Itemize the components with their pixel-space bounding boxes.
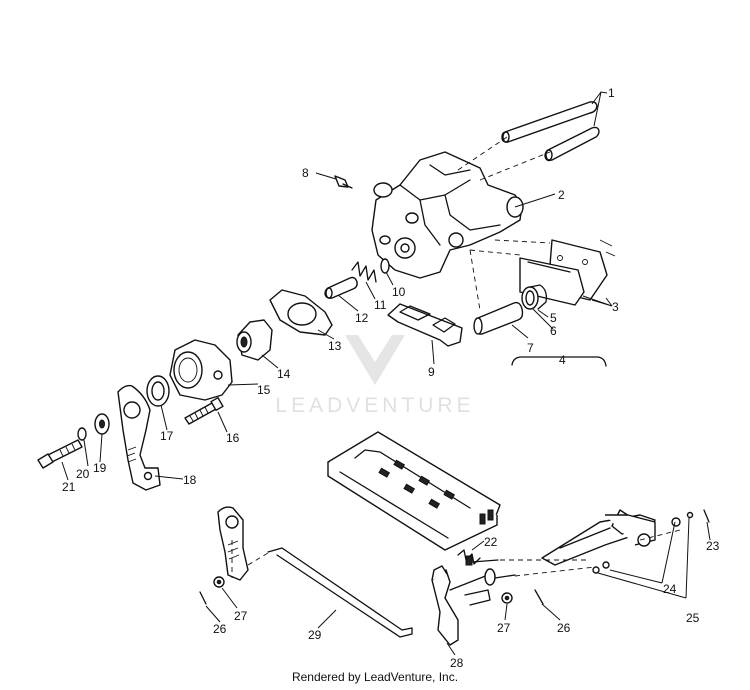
- callout-6: 6: [550, 324, 557, 338]
- part-brake-rod: [267, 547, 413, 638]
- callout-28: 28: [450, 656, 464, 670]
- part-washer-17: [146, 375, 170, 407]
- part-gasket: [269, 289, 333, 336]
- callout-21: 21: [62, 480, 76, 494]
- callout-10: 10: [392, 285, 406, 299]
- part-plunger-spring: [324, 258, 390, 299]
- callout-27-left: 27: [234, 609, 248, 623]
- part-cam: [169, 339, 233, 401]
- part-bolt-16: [184, 396, 224, 425]
- leader-lines: [61, 91, 711, 656]
- callout-2: 2: [558, 188, 565, 202]
- leadventure-watermark: LEADVENTURE: [275, 335, 474, 417]
- callout-3: 3: [612, 300, 619, 314]
- part-bolt-washers: [37, 413, 110, 469]
- callout-23: 23: [706, 539, 720, 553]
- callout-22: 22: [484, 535, 498, 549]
- callout-5: 5: [550, 311, 557, 325]
- callout-8: 8: [302, 166, 309, 180]
- callout-26-left: 26: [213, 622, 227, 636]
- part-bushing: [236, 319, 273, 361]
- part-footrest: [327, 431, 501, 551]
- callout-1: 1: [608, 86, 615, 100]
- callout-15: 15: [257, 383, 271, 397]
- part-retainer-plate: [387, 303, 463, 347]
- part-pedal-bracket: [541, 509, 710, 574]
- callout-19: 19: [93, 461, 107, 475]
- part-left-lever: [217, 506, 249, 581]
- callout-27-right: 27: [497, 621, 511, 635]
- callout-17: 17: [160, 429, 174, 443]
- alignment-lines: [231, 134, 681, 578]
- part-spring-22: [457, 549, 481, 565]
- part-piston-assembly: [473, 284, 607, 367]
- part-pins: [501, 101, 600, 162]
- callout-26-right: 26: [557, 621, 571, 635]
- part-small-washers: [213, 576, 513, 604]
- part-brake-pedal: [431, 555, 516, 646]
- callout-14: 14: [277, 367, 291, 381]
- callout-20: 20: [76, 467, 90, 481]
- part-lever-18: [117, 384, 161, 491]
- callout-18: 18: [183, 473, 197, 487]
- callout-13: 13: [328, 339, 342, 353]
- callout-29: 29: [308, 628, 322, 642]
- part-bleeder-screw: [334, 175, 353, 189]
- callout-labels: 1 2 3 4 5 6 7 8 9 10 11 12 13 14 15 16 1…: [62, 86, 720, 670]
- callout-25: 25: [686, 611, 700, 625]
- render-credit: Rendered by LeadVenture, Inc.: [291, 670, 459, 684]
- callout-24: 24: [663, 582, 677, 596]
- watermark-logo: [345, 335, 405, 385]
- callout-7: 7: [527, 341, 534, 355]
- watermark-text: LEADVENTURE: [275, 394, 474, 417]
- callout-11: 11: [374, 298, 387, 312]
- callout-4: 4: [559, 353, 566, 367]
- part-caliper-housing: [371, 151, 524, 279]
- callout-12: 12: [355, 311, 369, 325]
- callout-9: 9: [428, 365, 435, 379]
- part-cotter-pins: [199, 589, 544, 605]
- callout-16: 16: [226, 431, 240, 445]
